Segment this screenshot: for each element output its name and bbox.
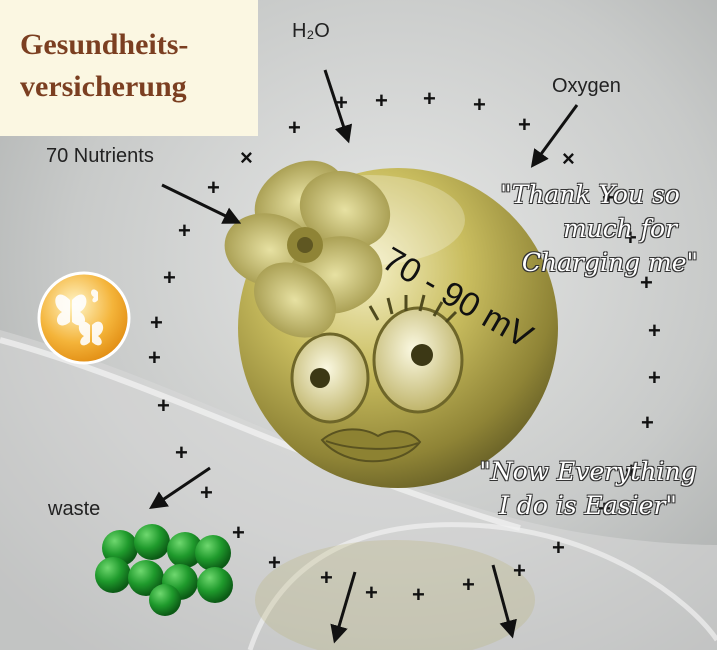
svg-text:+: +: [148, 345, 161, 370]
lips-line: [325, 440, 419, 450]
svg-text:+: +: [462, 572, 475, 597]
svg-text:+: +: [232, 520, 245, 545]
butterfly-icon: [55, 289, 104, 346]
svg-text:+: +: [598, 496, 611, 521]
title-line-1: Gesundheits-: [20, 28, 189, 61]
water-arrow: [323, 69, 353, 144]
butterfly-logo: [37, 271, 131, 365]
quote-top: "Thank You so much for Charging me": [470, 178, 710, 280]
svg-text:+: +: [268, 550, 281, 575]
left-pupil: [310, 368, 330, 388]
flower-icon: [224, 160, 391, 338]
page-title: Gesundheits- versicherung: [20, 24, 250, 108]
svg-text:+: +: [513, 558, 526, 583]
svg-text:+: +: [624, 225, 637, 250]
quote-top-line-1: "Thank You so: [500, 180, 680, 209]
quote-bottom: "Now Everything I do is Easier": [468, 455, 708, 523]
water-label: H₂O: [292, 20, 330, 42]
nutrients-arrow: [161, 183, 242, 224]
quote-top-line-3: Charging me": [521, 248, 699, 277]
charge-plus-signs: +++ +++ +++ +++ +++ +++ +++ +++ +++ +++ …: [148, 86, 661, 607]
svg-text:+: +: [320, 565, 333, 590]
svg-text:+: +: [365, 580, 378, 605]
waste-label: waste: [48, 498, 101, 520]
svg-text:×: ×: [240, 145, 253, 170]
svg-text:+: +: [648, 318, 661, 343]
floor-highlight-2: [247, 522, 717, 650]
nutrients-label: 70 Nutrients: [46, 145, 154, 167]
svg-text:+: +: [150, 310, 163, 335]
svg-text:+: +: [163, 265, 176, 290]
cell-reflection: [255, 540, 535, 650]
svg-text:+: +: [375, 88, 388, 113]
svg-text:+: +: [423, 86, 436, 111]
svg-text:+: +: [200, 480, 213, 505]
svg-text:+: +: [602, 185, 615, 210]
out-arrow-right: [491, 564, 517, 639]
svg-text:+: +: [640, 270, 653, 295]
oxygen-label: Oxygen: [552, 75, 621, 97]
quote-bottom-line-2: I do is Easier": [499, 491, 677, 520]
title-line-2: versicherung: [20, 70, 187, 103]
waste-balls: [95, 524, 233, 616]
svg-text:+: +: [175, 440, 188, 465]
eyelashes: [368, 294, 458, 324]
svg-text:+: +: [207, 175, 220, 200]
quote-bottom-line-1: "Now Everything: [479, 457, 697, 486]
svg-text:+: +: [473, 92, 486, 117]
out-arrow-left: [330, 571, 357, 644]
svg-text:+: +: [641, 410, 654, 435]
quote-top-line-2: much for: [562, 214, 678, 243]
svg-text:+: +: [412, 582, 425, 607]
cell-smiley: [224, 160, 558, 488]
oxygen-arrow: [530, 104, 579, 168]
svg-text:+: +: [648, 365, 661, 390]
svg-text:+: +: [552, 535, 565, 560]
waste-arrow: [149, 466, 211, 510]
svg-text:+: +: [625, 458, 638, 483]
lips: [320, 428, 422, 463]
svg-text:+: +: [178, 218, 191, 243]
svg-text:+: +: [288, 115, 301, 140]
svg-text:+: +: [518, 112, 531, 137]
title-box: Gesundheits- versicherung: [0, 0, 258, 136]
svg-text:×: ×: [562, 146, 575, 171]
svg-text:+: +: [157, 393, 170, 418]
right-pupil: [411, 344, 433, 366]
